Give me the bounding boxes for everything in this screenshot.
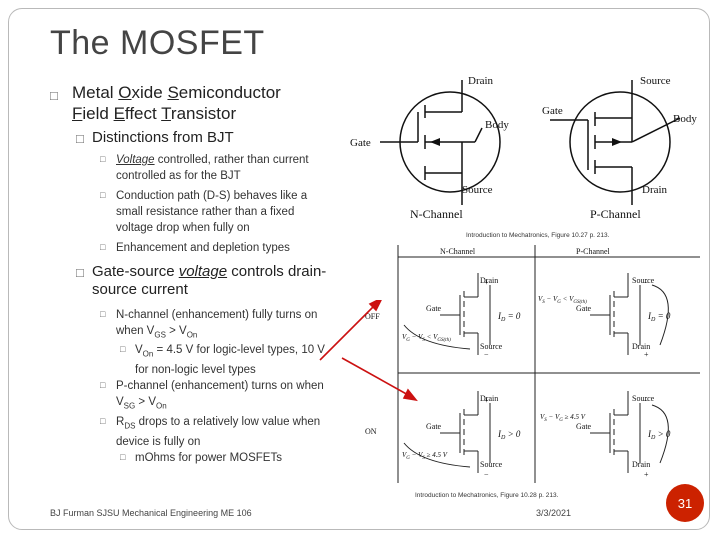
p-channel-arrow: [612, 138, 622, 146]
n-channel-label: N-Channel: [410, 207, 463, 221]
p-off-plus: +: [644, 350, 649, 359]
n-channel-arrow: [430, 138, 440, 146]
n-on-plus: +: [484, 396, 489, 405]
p-channel-circle: [569, 91, 671, 193]
figure1-caption: Introduction to Mechatronics, Figure 10.…: [466, 232, 610, 239]
bullet-glyph: □: [120, 452, 126, 462]
footer-course: BJ Furman SJSU Mechanical Engineering ME…: [50, 508, 252, 518]
page-number-badge: 31: [666, 484, 704, 522]
bullet-mosfet-line2: Field Effect Transistor: [72, 104, 237, 123]
bullet-glyph: □: [100, 380, 106, 390]
red-arrow-up-shaft: [319, 301, 379, 361]
n-drain-label: Drain: [468, 75, 494, 87]
p-on-source: Source: [632, 394, 655, 403]
n-off-plus: +: [484, 278, 489, 287]
bullet-glyph: □: [100, 154, 106, 164]
n-off-vg: VG − VS < VGS(th): [402, 333, 451, 343]
p-on-vs: VS − VG ≥ 4.5 V: [540, 413, 586, 423]
red-arrow-down-shaft: [341, 357, 411, 397]
item-mohms: mOhms for power MOSFETs: [135, 452, 282, 464]
red-arrow-up-head: [368, 300, 382, 312]
n-on-gate: Gate: [426, 422, 442, 431]
p-source-label: Source: [640, 75, 671, 87]
footer-date: 3/3/2021: [536, 508, 572, 518]
n-off-drain: Drain: [480, 276, 498, 285]
n-on-id: ID > 0: [497, 429, 521, 441]
item-enhancement-depletion: Enhancement and depletion types: [116, 242, 290, 254]
p-on-minus: −: [644, 396, 649, 405]
n-on-drain: Drain: [480, 394, 498, 403]
item-rds: RDS drops to a relatively low value when…: [116, 416, 321, 449]
p-gate-label: Gate: [542, 105, 563, 117]
n-off-source: Source: [480, 342, 503, 351]
p-off-drain: Drain: [632, 342, 650, 351]
mosfet-symbols-figure: Drain Gate Body Source N-Channel Source …: [350, 75, 697, 221]
p-off-minus: −: [644, 278, 649, 287]
off-row-label: OFF: [365, 312, 380, 321]
p-drain-label: Drain: [642, 184, 668, 196]
slide-frame: [8, 8, 710, 530]
n-on-minus: −: [484, 470, 489, 479]
n-gate-label: Gate: [350, 137, 371, 149]
bullet-glyph: □: [100, 242, 106, 252]
p-channel-head: P-Channel: [576, 247, 611, 256]
red-arrow-down-head: [402, 388, 418, 402]
bullet-mosfet-line1: Metal Oxide Semiconductor: [72, 83, 281, 102]
n-channel-head: N-Channel: [440, 247, 476, 256]
mosfet-switching-figure: N-Channel P-Channel OFF ON Drain Gate So…: [365, 245, 700, 483]
n-source-label: Source: [462, 184, 493, 196]
n-on-vg: VG − VS ≥ 4.5 V: [402, 451, 448, 461]
slide-title: The MOSFET: [50, 24, 265, 62]
p-off-source: Source: [632, 276, 655, 285]
p-on-gate: Gate: [576, 422, 592, 431]
p-body-label: Body: [673, 113, 697, 125]
bullet-glyph: □: [76, 265, 84, 280]
p-off-vs: VS − VG < VGS(th): [538, 295, 587, 305]
bullet-glyph: □: [120, 344, 126, 354]
p-on-drain: Drain: [632, 460, 650, 469]
figure2-caption: Introduction to Mechatronics, Figure 10.…: [415, 492, 559, 499]
bullet-glyph: □: [100, 416, 106, 426]
bullet-glyph: □: [76, 131, 84, 146]
bullet-glyph: □: [50, 88, 58, 103]
p-off-gate: Gate: [576, 304, 592, 313]
bullet-glyph: □: [100, 309, 106, 319]
p-on-plus: +: [644, 470, 649, 479]
annotation-arrows: [319, 300, 418, 402]
bullet-glyph: □: [100, 190, 106, 200]
p-on-id: ID > 0: [647, 429, 671, 441]
on-row-label: ON: [365, 427, 377, 436]
n-body-label: Body: [485, 119, 509, 131]
p-off-id: ID = 0: [647, 311, 671, 323]
subheading-distinctions: Distinctions from BJT: [92, 129, 234, 146]
n-off-id: ID = 0: [497, 311, 521, 323]
n-on-source: Source: [480, 460, 503, 469]
subheading-gate-source: Gate-source voltage controls drain-sourc…: [92, 263, 327, 298]
n-off-minus: −: [484, 350, 489, 359]
p-channel-label: P-Channel: [590, 207, 641, 221]
n-off-gate: Gate: [426, 304, 442, 313]
